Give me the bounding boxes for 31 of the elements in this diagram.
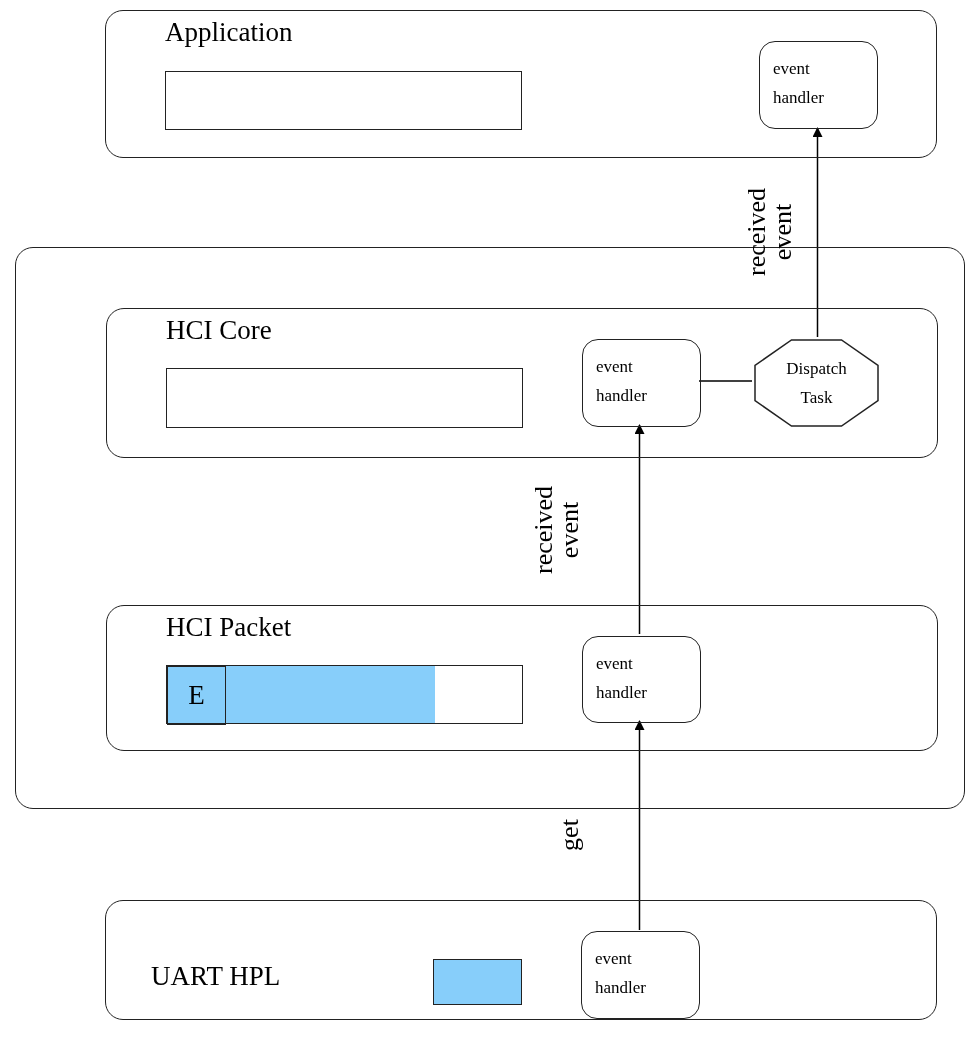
buffer-box [165, 71, 522, 130]
event-handler-box [581, 931, 700, 1019]
layer-title: HCI Packet [166, 614, 292, 641]
buffer-box [166, 665, 523, 724]
layer-title: UART HPL [151, 963, 281, 990]
layer-title: HCI Core [166, 317, 272, 344]
layer-box [106, 308, 938, 458]
task-label: Dispatch Task [785, 358, 848, 409]
edge-label: received event [531, 485, 583, 577]
layer-title: Application [165, 19, 293, 46]
layer-box [106, 605, 938, 751]
edge-label: received event [744, 187, 796, 279]
handler-label: event handler [596, 356, 648, 407]
connector-line [698, 380, 753, 382]
dispatch-octagon [754, 339, 879, 427]
event-handler-box [759, 41, 878, 129]
buffer-box [166, 368, 523, 428]
event-handler-box [582, 339, 701, 427]
handler-label: event handler [595, 948, 647, 999]
layer-box [105, 10, 937, 158]
handler-label: event handler [773, 58, 825, 109]
arrow [634, 720, 645, 931]
arrow [634, 424, 645, 635]
handler-label: event handler [596, 653, 648, 704]
event-handler-box [582, 636, 701, 723]
field-label: E [188, 682, 205, 709]
layer-box [105, 900, 937, 1020]
field-cell [167, 666, 226, 725]
arrow [812, 127, 823, 338]
buffer-box [433, 959, 522, 1005]
edge-label: get [557, 819, 583, 851]
